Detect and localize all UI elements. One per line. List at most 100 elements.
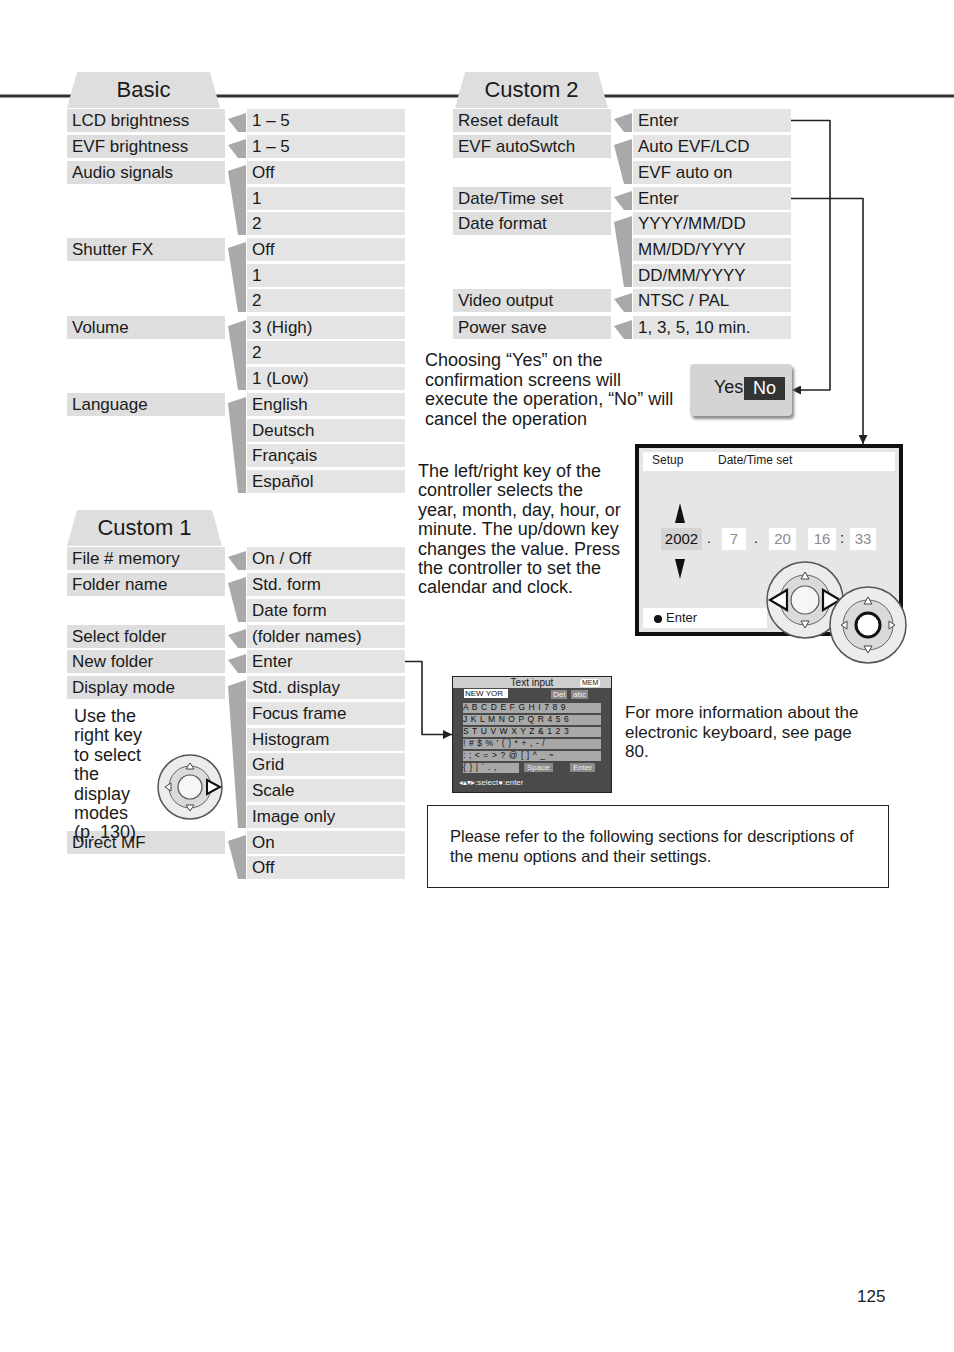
item-node: Folder name: [67, 573, 225, 596]
option-wedge: [614, 320, 632, 339]
node-text: Enter: [638, 187, 679, 210]
label: A B C D E F G H I 7 8 9: [463, 703, 601, 713]
opt-node: Deutsch: [247, 419, 405, 442]
option-wedge: [228, 320, 246, 390]
node-text: 3 (High): [252, 316, 312, 339]
label: .: [707, 530, 711, 546]
node-text: Image only: [252, 805, 335, 828]
node-text: Custom 2: [484, 77, 578, 103]
connector-arrow: [791, 199, 863, 445]
node-text: On: [252, 831, 275, 854]
node-text: Español: [252, 470, 313, 493]
field-node: 20: [769, 528, 796, 550]
connector-arrow: [791, 121, 830, 391]
label: S T U V W X Y Z & 1 2 3: [463, 727, 601, 737]
opt-node: Français: [247, 444, 405, 467]
date-arrows: [675, 503, 685, 579]
node-text: 1: [252, 264, 261, 287]
label-text: abc: [573, 690, 586, 699]
label-text: .: [707, 530, 711, 546]
label-text: { } | ` . ,: [463, 762, 497, 772]
option-wedge: [228, 629, 246, 648]
label-text: Choosing “Yes” on the confirmation scree…: [425, 350, 673, 429]
node-text: Volume: [72, 316, 129, 339]
opt-node: Auto EVF/LCD: [633, 135, 791, 158]
node-text: 1, 3, 5, 10 min.: [638, 316, 750, 339]
node-text: Français: [252, 444, 317, 467]
opt-node: Off: [247, 856, 405, 879]
node-text: Date/Time set: [458, 187, 563, 210]
node-text: New folder: [72, 650, 153, 673]
label-text: :: [840, 529, 844, 546]
opt-node: 3 (High): [247, 316, 405, 339]
field-node: 7: [722, 528, 746, 550]
item-node: New folder: [67, 650, 225, 673]
label: ! # $ % ' ( ) * + , - /: [463, 739, 601, 749]
label: NEW YOR: [464, 689, 508, 698]
node-text: No: [744, 377, 785, 400]
node-text: Std. form: [252, 573, 321, 596]
node-text: Date format: [458, 212, 547, 235]
node-text: 20: [769, 528, 796, 550]
node-text: 1 (Low): [252, 367, 309, 390]
node-text: File # memory: [72, 547, 180, 570]
item-node: Reset default: [453, 109, 611, 132]
shape: [169, 766, 211, 808]
option-wedge: [228, 551, 246, 570]
shape: [823, 590, 840, 610]
node-text: Folder name: [72, 573, 167, 596]
item-node: Power save: [453, 316, 611, 339]
shape: [767, 562, 843, 638]
item-node: Date/Time set: [453, 187, 611, 210]
node-text: Display mode: [72, 676, 175, 699]
field-node: 2002: [661, 528, 702, 550]
controller-date-1: [767, 562, 843, 638]
controller-date-2: [830, 587, 906, 663]
opt-node: 1 – 5: [247, 135, 405, 158]
opt-node: Enter: [247, 650, 405, 673]
item-node: Date format: [453, 212, 611, 235]
wrap-spacer: [152, 747, 224, 809]
node-text: Enter: [252, 650, 293, 673]
label-text: Enter: [573, 763, 592, 772]
label-text: ◂▴▾▸:select●:enter: [459, 778, 523, 787]
item-node: Language: [67, 393, 225, 416]
label-text: .: [754, 530, 758, 546]
node-text: Focus frame: [252, 702, 346, 725]
shape: [675, 559, 685, 579]
opt-node: Off: [247, 238, 405, 261]
opt-node: 2: [247, 289, 405, 312]
opt-node: NTSC / PAL: [633, 289, 791, 312]
label: Del: [551, 690, 567, 699]
node-text: NTSC / PAL: [638, 289, 729, 312]
label-text: Use the right key to select the display …: [74, 706, 142, 842]
node-text: Setup: [652, 454, 683, 468]
node-text: Std. display: [252, 676, 340, 699]
controller-left: [158, 755, 222, 819]
node-text: 1 – 5: [252, 135, 290, 158]
opt-node: Scale: [247, 779, 405, 802]
node-text: EVF brightness: [72, 135, 188, 158]
opt-node: 2: [247, 341, 405, 364]
node-text: EVF autoSwtch: [458, 135, 575, 158]
node-text: Reset default: [458, 109, 558, 132]
node-text: (folder names): [252, 625, 362, 648]
node-text: 1 – 5: [252, 109, 290, 132]
label: { } | ` . ,: [463, 763, 519, 773]
item-node: Display mode: [67, 676, 225, 699]
opt-node: Std. form: [247, 573, 405, 596]
tab-node: Basic: [67, 72, 220, 108]
node-text: YYYY/MM/DD: [638, 212, 746, 235]
field-node: 33: [850, 528, 876, 550]
node-text: 2: [252, 212, 261, 235]
shape: [186, 763, 194, 769]
item-node: EVF brightness: [67, 135, 225, 158]
opt-node: 1 – 5: [247, 109, 405, 132]
item-node: Shutter FX: [67, 238, 225, 261]
opt-node: 1: [247, 264, 405, 287]
item-node: Volume: [67, 316, 225, 339]
opt-node: Enter: [633, 187, 791, 210]
label-text: Del: [553, 690, 565, 699]
note-text: For more information about the electroni…: [625, 703, 880, 762]
item-node: EVF autoSwtch: [453, 135, 611, 158]
